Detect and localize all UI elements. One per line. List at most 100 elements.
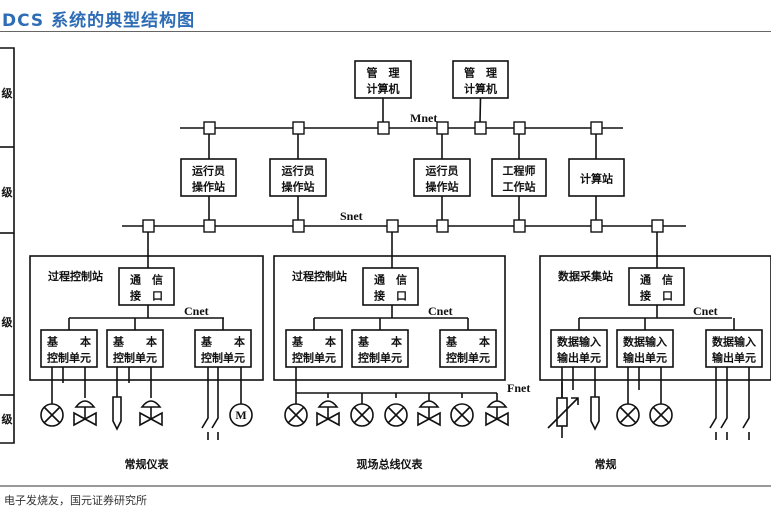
thermocouple-icon xyxy=(112,396,122,431)
control-unit-box-frame xyxy=(550,329,608,368)
control-unit-box-frame xyxy=(351,329,409,368)
lamp-icon xyxy=(384,403,408,427)
instrument-group-label: 现场总线仪表 xyxy=(357,457,424,471)
control-unit-box-line1: 基 本 xyxy=(112,335,157,349)
network-node xyxy=(142,219,155,233)
control-unit-box-line1: 基 本 xyxy=(445,335,490,349)
valve-icon xyxy=(73,400,97,427)
network-node xyxy=(292,121,305,135)
management-computer xyxy=(354,60,412,99)
switch-icon xyxy=(709,402,717,440)
control-unit-box-line1: 数据输入 xyxy=(623,335,667,349)
station-box-line1: 运行员 xyxy=(426,164,459,178)
thermocouple-icon xyxy=(590,396,600,431)
comm-interface-box-frame xyxy=(118,267,175,306)
switch-icon xyxy=(211,402,219,440)
fnet-label: Fnet xyxy=(507,381,530,395)
management-computer-line1: 管 理 xyxy=(367,66,400,80)
control-unit-box xyxy=(705,329,763,368)
station-box-line2: 操作站 xyxy=(282,180,315,194)
title-divider xyxy=(0,31,771,32)
comm-interface-box-frame xyxy=(628,267,685,306)
station-box xyxy=(269,158,327,197)
station-box-line2: 操作站 xyxy=(426,180,459,194)
level-label: 级 xyxy=(1,412,14,426)
variable-resistor-icon xyxy=(547,382,579,438)
lamp-icon xyxy=(450,403,474,427)
network-node xyxy=(203,219,216,233)
station-box-frame xyxy=(413,158,471,197)
control-unit-box-line1: 数据输入 xyxy=(712,335,756,349)
station-box xyxy=(491,158,547,197)
source-note: 电子发烧友，国元证券研究所 xyxy=(4,494,147,507)
management-computer-line2: 计算机 xyxy=(464,82,497,96)
network-node xyxy=(377,121,390,135)
snet-label: Snet xyxy=(340,209,363,223)
station-box xyxy=(413,158,471,197)
station-box-frame xyxy=(180,158,237,197)
control-unit-box-line2: 控制单元 xyxy=(201,351,245,365)
level-label: 级 xyxy=(1,185,14,199)
network-node xyxy=(590,219,603,233)
control-unit-box xyxy=(439,329,497,368)
station-box-line1: 运行员 xyxy=(192,164,225,178)
network-node xyxy=(513,121,526,135)
station-box-line1: 计算站 xyxy=(580,172,613,186)
control-unit-box xyxy=(616,329,674,368)
control-unit-box xyxy=(40,329,98,368)
lamp-icon xyxy=(649,403,673,427)
switch-icon xyxy=(742,402,750,440)
connector-line xyxy=(479,97,482,123)
comm-interface-box-line1: 通 信 xyxy=(640,273,673,287)
valve-icon xyxy=(316,400,340,427)
management-computer xyxy=(452,60,509,99)
network-node xyxy=(203,121,216,135)
network-node xyxy=(474,121,487,135)
station-box xyxy=(180,158,237,197)
control-unit-box-line2: 控制单元 xyxy=(292,351,336,365)
network-node xyxy=(386,219,399,233)
lamp-icon xyxy=(350,403,374,427)
footer-divider xyxy=(0,485,771,487)
control-unit-box xyxy=(550,329,608,368)
comm-interface-box xyxy=(628,267,685,306)
network-node xyxy=(651,219,664,233)
network-node xyxy=(513,219,526,233)
station-box-line2: 工作站 xyxy=(503,180,536,194)
control-unit-box xyxy=(106,329,164,368)
lamp-icon xyxy=(616,403,640,427)
valve-icon xyxy=(485,400,509,427)
mnet-label: Mnet xyxy=(410,111,437,125)
control-unit-box-line1: 基 本 xyxy=(200,335,245,349)
lamp-icon xyxy=(284,403,308,427)
valve-icon xyxy=(139,400,163,427)
station-box-frame xyxy=(568,158,625,197)
station-box-line1: 工程师 xyxy=(503,164,536,178)
control-unit-box-line1: 基 本 xyxy=(291,335,336,349)
field-station-label: 数据采集站 xyxy=(558,269,613,283)
cnet-label: Cnet xyxy=(428,304,453,318)
field-station-label: 过程控制站 xyxy=(48,269,103,283)
control-unit-box-line2: 输出单元 xyxy=(557,351,601,365)
station-box-line2: 操作站 xyxy=(192,180,225,194)
control-unit-box-frame xyxy=(40,329,98,368)
control-unit-box-frame xyxy=(705,329,763,368)
control-unit-box-line2: 控制单元 xyxy=(358,351,402,365)
switch-icon xyxy=(720,402,728,440)
level-label: 级 xyxy=(1,315,14,329)
instrument-group-label: 常规仪表 xyxy=(125,457,170,471)
control-unit-box-line2: 控制单元 xyxy=(47,351,91,365)
motor-letter: M xyxy=(235,408,246,422)
network-node xyxy=(590,121,603,135)
control-unit-box-frame xyxy=(285,329,343,368)
control-unit-box-line2: 输出单元 xyxy=(623,351,667,365)
control-unit-box xyxy=(351,329,409,368)
control-unit-box-frame xyxy=(439,329,497,368)
management-computer-frame xyxy=(354,60,412,99)
field-station-label: 过程控制站 xyxy=(292,269,347,283)
comm-interface-box xyxy=(362,267,419,306)
page-title: DCS 系统的典型结构图 xyxy=(2,11,196,31)
lamp-icon xyxy=(40,403,64,427)
station-box-frame xyxy=(269,158,327,197)
